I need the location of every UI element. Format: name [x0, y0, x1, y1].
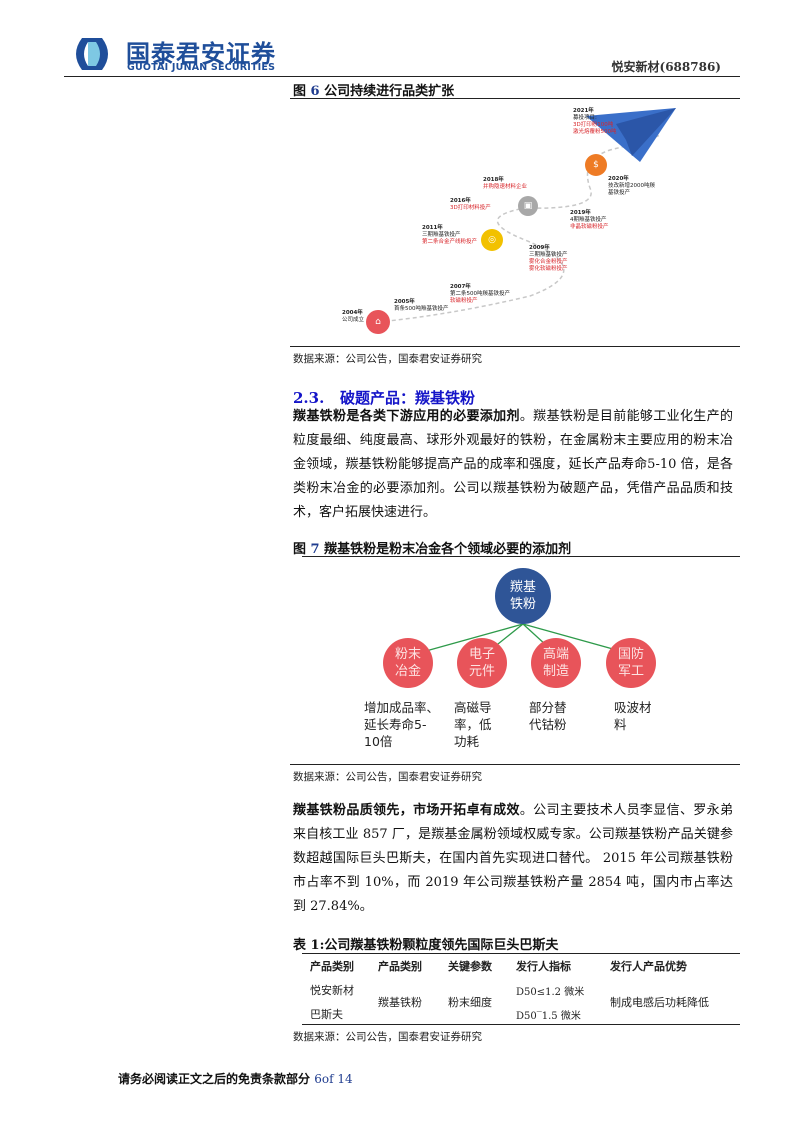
timeline-2004: 2004年公司成立 [342, 310, 365, 323]
table-bottom-rule [302, 1024, 740, 1025]
tree-desc-powder-metallurgy: 增加成品率、延长寿命5-10倍 [364, 700, 440, 749]
comparison-table: 产品类别 产品类别 关键参数 发行人指标 发行人产品优势 悦安新材 巴斯夫 羰基… [302, 954, 740, 1024]
table-cell: 巴斯夫 [310, 1008, 343, 1021]
table-cell: 制成电感后功耗降低 [610, 996, 709, 1009]
timeline-2007: 2007年第二条500吨羰基铁投产软磁粉投产 [450, 284, 510, 304]
figure-7-bottom-rule [290, 764, 740, 765]
timeline-2005: 2005年首条500吨羰基铁投产 [394, 299, 449, 312]
brand-name-en: GUOTAI JUNAN SECURITIES [127, 62, 276, 73]
table-cell: 羰基铁粉 [378, 996, 422, 1009]
tree-desc-defense: 吸波材料 [614, 700, 652, 732]
figure-6-source: 数据来源：公司公告，国泰君安证券研究 [293, 353, 482, 365]
timeline-2020: 2020年技改新增2000吨羰基铁投产 [608, 176, 655, 196]
figure-title-text: 羰基铁粉是粉末冶金各个领域必要的添加剂 [324, 542, 572, 557]
clock-money-icon: $ [585, 154, 607, 176]
tree-leaf-powder-metallurgy: 粉末冶金 [383, 638, 433, 688]
brand-name-cn: 国泰君安证券 [126, 40, 276, 68]
table-header: 发行人指标 [516, 960, 571, 973]
table-cell: D50≤1.2 微米 [516, 987, 585, 998]
tree-leaf-defense: 国防军工 [606, 638, 656, 688]
brand-logo-icon [68, 36, 116, 72]
figure-6-bottom-rule [290, 346, 740, 347]
figure-7-source: 数据来源：公司公告，国泰君安证券研究 [293, 771, 482, 783]
stock-label: 悦安新材(688786) [611, 60, 721, 74]
page-footer: 请务必阅读正文之后的免责条款部分 6of 14 [118, 1070, 353, 1087]
table-cell: 粉末细度 [448, 996, 492, 1009]
camera-icon: ▣ [518, 196, 538, 216]
figure-label: 图 [293, 84, 307, 99]
section-paragraph: 羰基铁粉是各类下游应用的必要添加剂。羰基铁粉是目前能够工业化生产的粒度最细、纯度… [293, 405, 733, 525]
paragraph-lead: 羰基铁粉是各类下游应用的必要添加剂 [293, 409, 520, 424]
paragraph-body: 。公司主要技术人员李显信、罗永弟来自核工业 857 厂，是羰基金属粉领域权威专家… [293, 803, 733, 914]
figure-title-text: 公司持续进行品类扩张 [324, 84, 455, 99]
figure-7-title: 图 7 羰基铁粉是粉末冶金各个领域必要的添加剂 [293, 538, 571, 557]
figure-number: 6 [310, 84, 320, 99]
paragraph-lead: 羰基铁粉品质领先，市场开拓卓有成效 [293, 803, 520, 818]
tree-leaf-electronic-components: 电子元件 [457, 638, 507, 688]
tree-leaf-high-end-manufacturing: 高端制造 [531, 638, 581, 688]
bank-icon: ⌂ [366, 310, 390, 334]
section-heading: 2.3. 破题产品：羰基铁粉 [293, 387, 475, 408]
table-top-rule [302, 953, 740, 954]
market-paragraph: 羰基铁粉品质领先，市场开拓卓有成效。公司主要技术人员李显信、罗永弟来自核工业 8… [293, 799, 733, 919]
table-cell: 悦安新材 [310, 984, 354, 997]
table-cell: D50‾1.5 微米 [516, 1011, 581, 1022]
signal-icon: ◎ [481, 229, 503, 251]
figure-6-timeline: ⌂ ◎ ▣ $ 2004年公司成立 2005年首条500吨羰基铁投产 2007年… [300, 100, 720, 340]
timeline-2011: 2011年三期羰基铁投产第二条合金产线粉投产 [422, 225, 478, 245]
figure-label: 图 [293, 542, 307, 557]
paragraph-body: 。羰基铁粉是目前能够工业化生产的粒度最细、纯度最高、球形外观最好的铁粉，在金属粉… [293, 409, 733, 520]
section-title: 破题产品：羰基铁粉 [340, 389, 476, 407]
figure-number: 7 [310, 542, 320, 557]
disclaimer-text: 请务必阅读正文之后的免责条款部分 [118, 1072, 311, 1086]
table-1-title: 表 1:公司羰基铁粉颗粒度领先国际巨头巴斯夫 [293, 938, 559, 953]
figure-6-top-rule [290, 98, 740, 99]
tree-desc-electronic-components: 高磁导率，低功耗 [454, 700, 492, 749]
timeline-2018: 2018年并购隐速材料企业 [483, 177, 528, 190]
tree-desc-high-end-manufacturing: 部分替代钴粉 [529, 700, 567, 732]
figure-7-top-rule [302, 556, 740, 557]
table-header: 产品类别 [378, 960, 422, 973]
timeline-2021: 2021年募投项目:3D打印粉100吨激光熔覆粉500吨 [573, 108, 617, 135]
table-header: 发行人产品优势 [610, 960, 687, 973]
header-rule [64, 76, 740, 77]
tree-root-node: 羰基铁粉 [495, 568, 551, 624]
table-header: 产品类别 [310, 960, 354, 973]
figure-6-title: 图 6 公司持续进行品类扩张 [293, 80, 454, 99]
section-number: 2.3. [293, 389, 325, 407]
timeline-2009: 2009年三期羰基铁投产雾化合金粉投产雾化软磁粉投产 [529, 245, 568, 272]
table-source: 数据来源：公司公告，国泰君安证券研究 [293, 1031, 482, 1043]
page-number: 6of 14 [314, 1072, 353, 1086]
table-header: 关键参数 [448, 960, 492, 973]
